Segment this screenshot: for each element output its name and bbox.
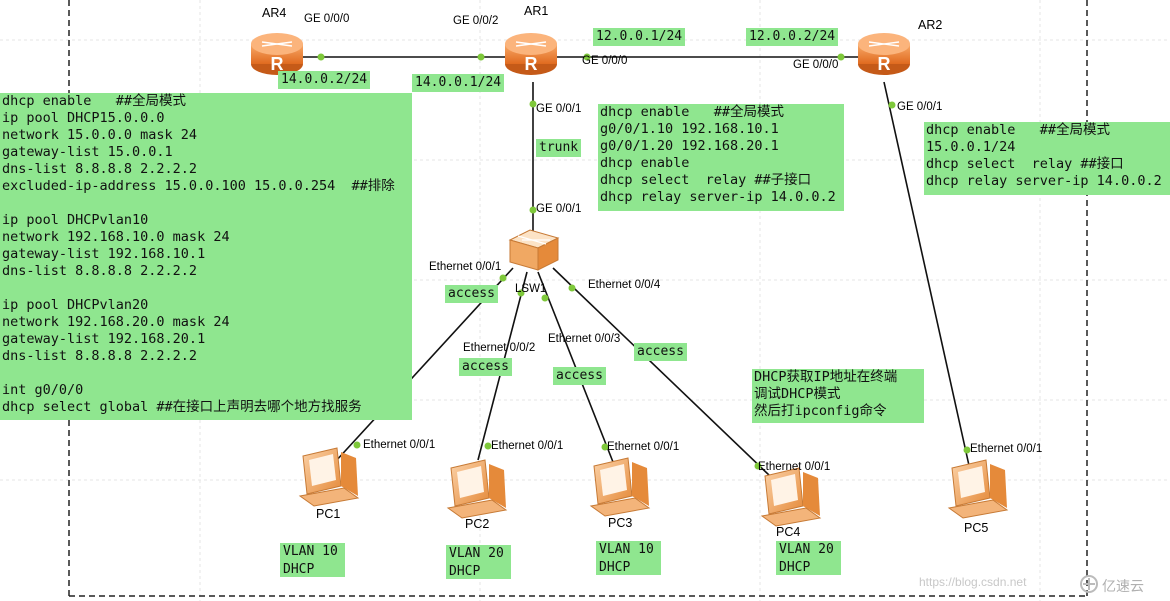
port-label-pc5: Ethernet 0/0/1 — [970, 443, 1043, 455]
pc2-icon[interactable] — [446, 459, 508, 519]
mode-tag-access-3: access — [553, 367, 606, 385]
port-label-ar2-ge000: GE 0/0/0 — [793, 59, 839, 71]
vlan-tag-pc4: VLAN 20 DHCP — [776, 541, 841, 575]
note-ar1-relay-config: dhcp enable ##全局模式 g0/0/1.10 192.168.10.… — [598, 104, 844, 211]
vlan-tag-pc3: VLAN 10 DHCP — [596, 541, 661, 575]
ip-tag-ar1-14: 14.0.0.1/24 — [412, 74, 505, 92]
vlan-tag-pc2: VLAN 20 DHCP — [446, 545, 511, 579]
router-ar4[interactable]: R — [251, 33, 303, 75]
note-pc-dhcp-hint: DHCP获取IP地址在终端 调试DHCP模式 然后打ipconfig命令 — [752, 369, 924, 423]
device-label-pc4: PC4 — [776, 525, 801, 539]
port-label-ar1-ge002: GE 0/0/2 — [453, 15, 499, 27]
ip-tag-ar1-12: 12.0.0.1/24 — [593, 28, 686, 46]
port-label-pc3: Ethernet 0/0/1 — [607, 441, 680, 453]
router-ar1[interactable]: R — [505, 33, 557, 75]
port-label-ar1-ge000: GE 0/0/0 — [582, 55, 628, 67]
port-label-lsw-e4: Ethernet 0/0/4 — [588, 279, 661, 291]
mode-tag-access-1: access — [445, 285, 498, 303]
port-label-lsw-ge001: GE 0/0/1 — [536, 203, 582, 215]
note-ar4-dhcp-config: dhcp enable ##全局模式 ip pool DHCP15.0.0.0 … — [0, 93, 412, 420]
device-label-ar2: AR2 — [918, 18, 943, 32]
svg-text:R: R — [878, 54, 891, 74]
csdn-watermark: https://blog.csdn.net — [919, 575, 1027, 589]
device-label-ar1: AR1 — [524, 4, 549, 18]
note-ar2-relay-config: dhcp enable ##全局模式 15.0.0.1/24 dhcp sele… — [924, 122, 1170, 195]
brand-watermark: 亿速云 — [1102, 578, 1144, 594]
link-lsw1-pc4 — [552, 267, 771, 477]
port-label-pc1: Ethernet 0/0/1 — [363, 439, 436, 451]
device-label-lsw1: LSW1 — [515, 283, 547, 295]
port-label-ar1-ge001: GE 0/0/1 — [536, 103, 582, 115]
port-label-lsw-e3: Ethernet 0/0/3 — [548, 333, 621, 345]
port-label-pc2: Ethernet 0/0/1 — [491, 440, 564, 452]
mode-tag-trunk: trunk — [536, 139, 582, 157]
port-label-ar4-ge000: GE 0/0/0 — [304, 13, 350, 25]
pc1-icon[interactable] — [298, 447, 360, 507]
port-label-ar2-ge001: GE 0/0/1 — [897, 101, 943, 113]
link-ar2-pc5 — [883, 81, 971, 471]
svg-text:R: R — [271, 54, 284, 74]
port-label-lsw-e2: Ethernet 0/0/2 — [463, 342, 536, 354]
mode-tag-access-4: access — [634, 343, 687, 361]
svg-text:R: R — [525, 54, 538, 74]
brand-logo-icon — [1080, 575, 1098, 593]
device-label-pc3: PC3 — [608, 516, 633, 530]
device-label-ar4: AR4 — [262, 6, 287, 20]
ip-tag-ar4: 14.0.0.2/24 — [278, 71, 371, 89]
device-label-pc2: PC2 — [465, 517, 490, 531]
device-label-pc1: PC1 — [316, 507, 341, 521]
router-ar2[interactable]: R — [858, 33, 910, 75]
device-label-pc5: PC5 — [964, 521, 989, 535]
pc5-icon[interactable] — [947, 459, 1009, 519]
ip-tag-ar2-12: 12.0.0.2/24 — [746, 28, 839, 46]
port-label-lsw-e1: Ethernet 0/0/1 — [429, 261, 502, 273]
vlan-tag-pc1: VLAN 10 DHCP — [280, 543, 345, 577]
switch-lsw1[interactable] — [508, 229, 560, 271]
pc3-icon[interactable] — [589, 457, 651, 517]
port-label-pc4: Ethernet 0/0/1 — [758, 461, 831, 473]
port-dots — [317, 53, 971, 470]
pc4-icon[interactable] — [760, 467, 822, 527]
mode-tag-access-2: access — [459, 358, 512, 376]
